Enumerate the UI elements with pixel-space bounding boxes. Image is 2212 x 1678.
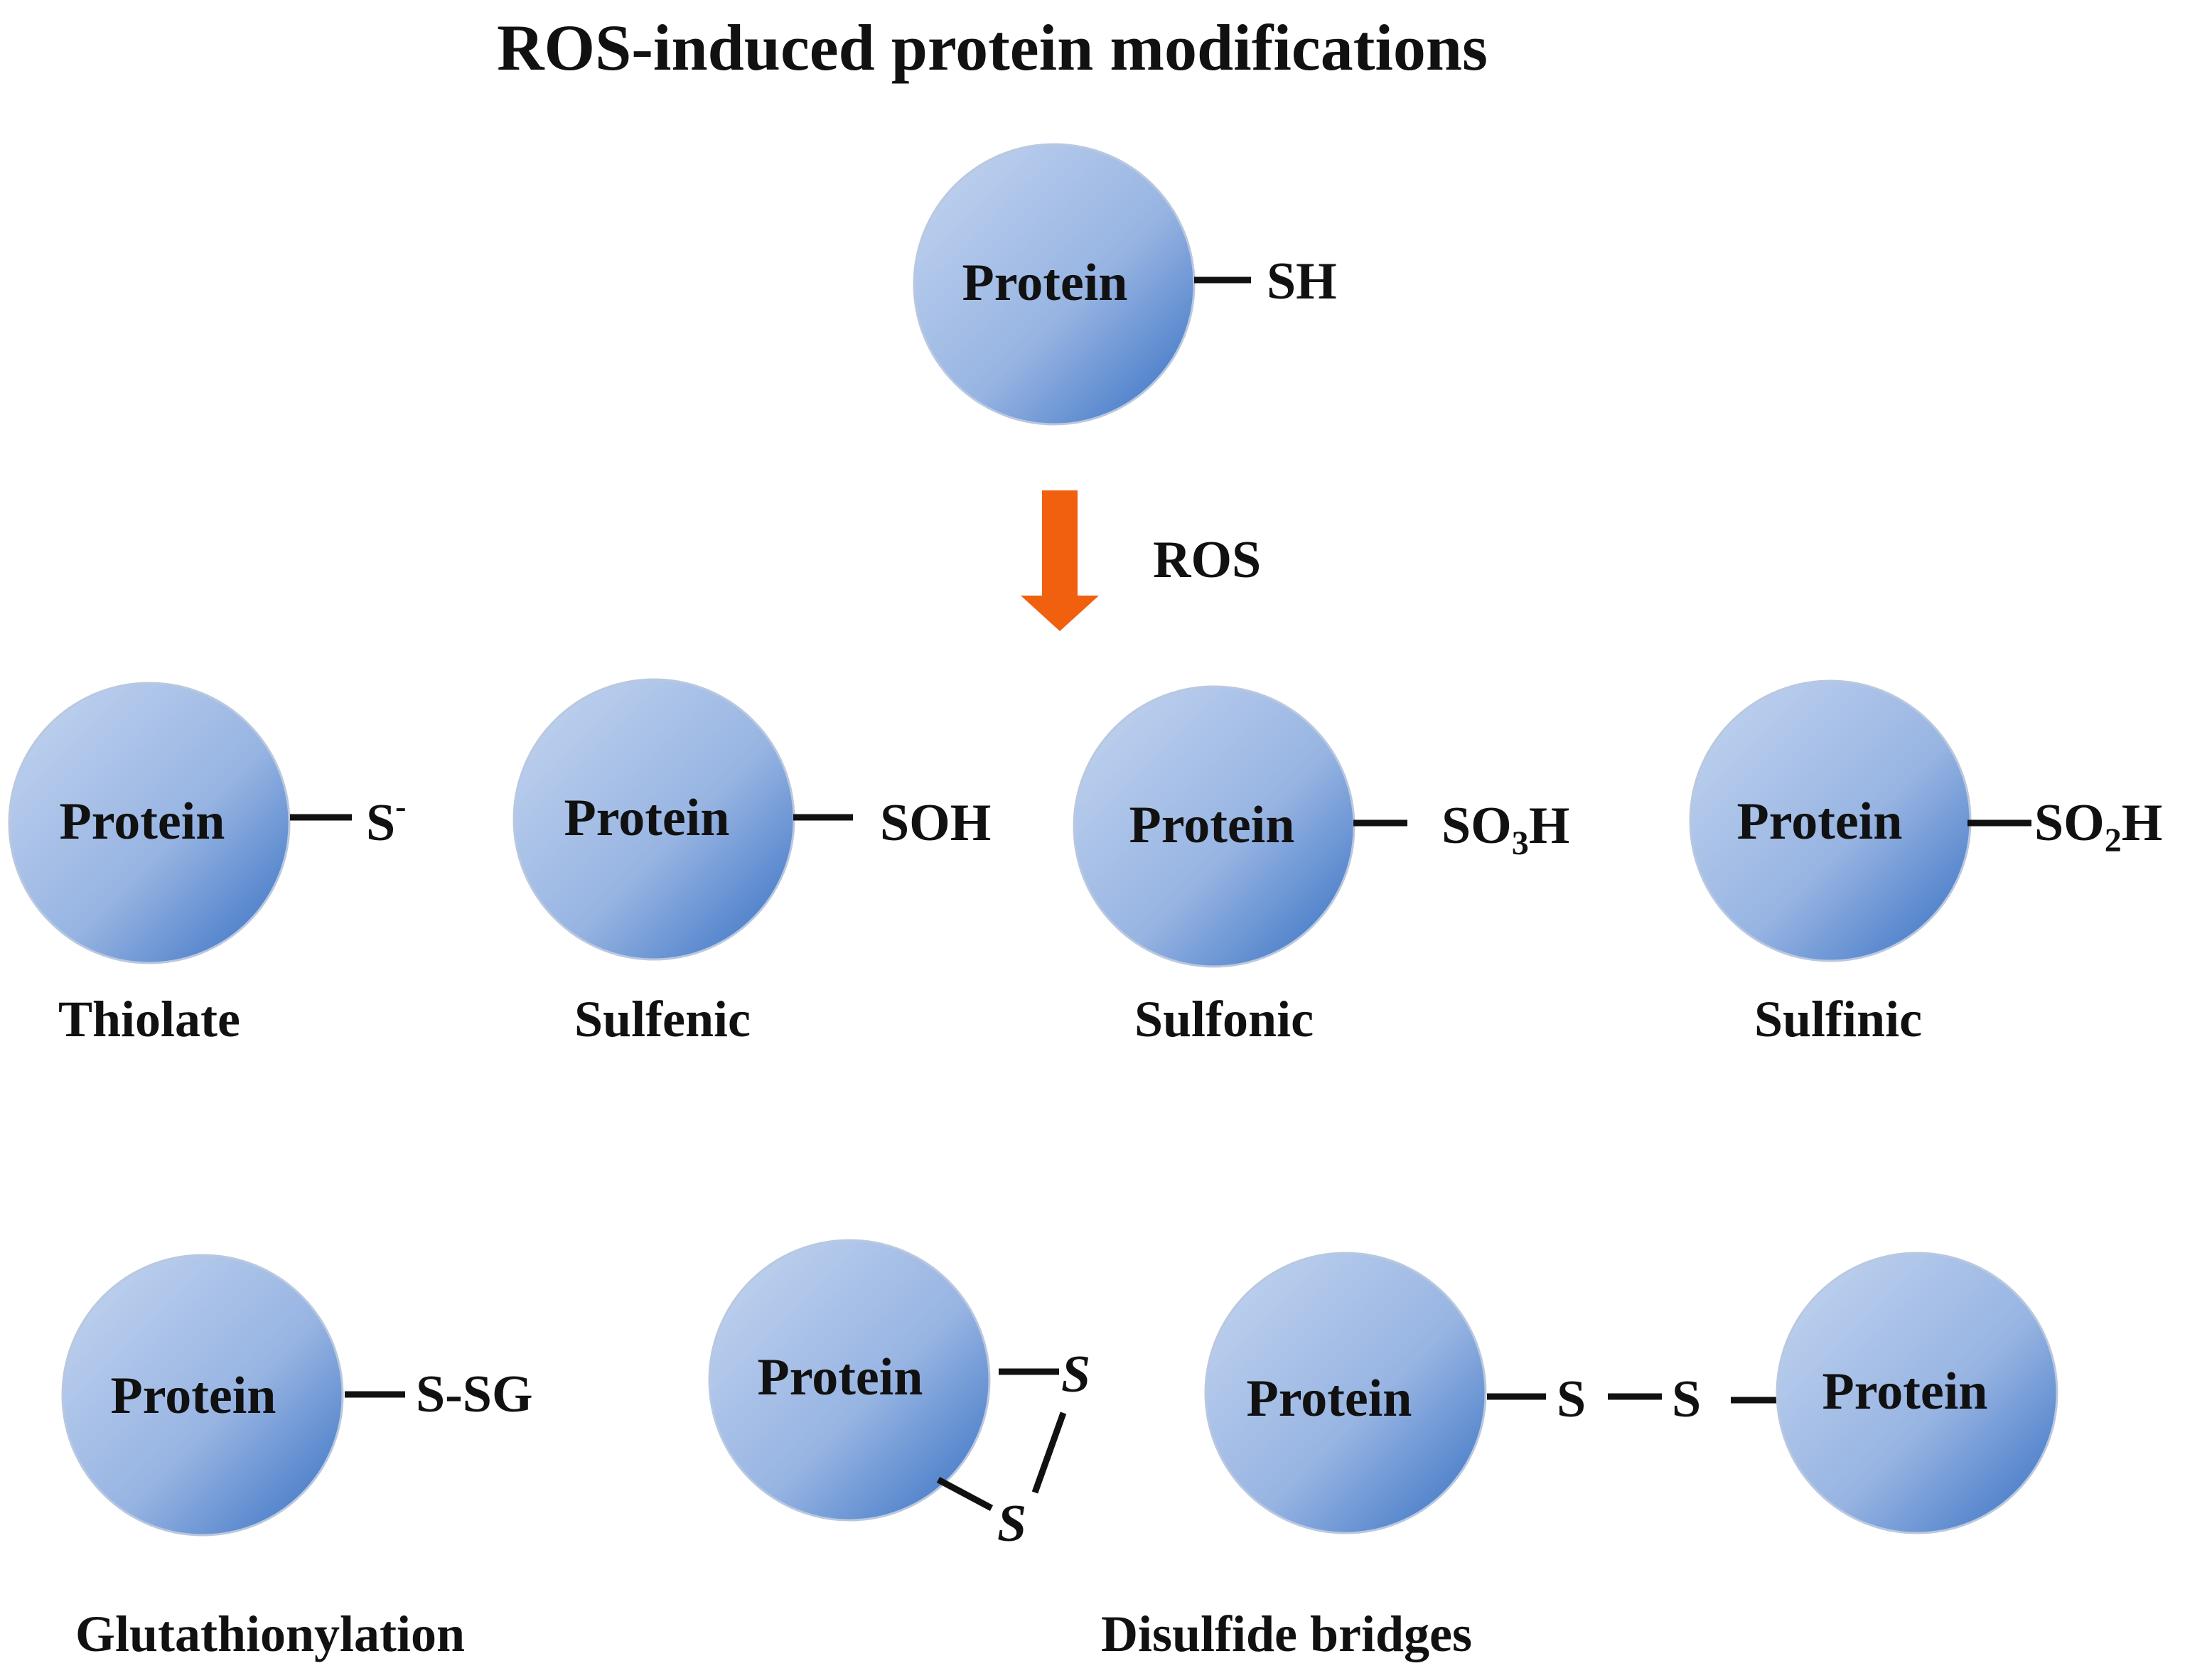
inter-disulfide-node: Protein S S Protein Disulfide bridges	[1101, 1252, 2058, 1662]
protein-label: Protein	[1247, 1370, 1412, 1428]
protein-label: Protein	[962, 254, 1128, 312]
protein-label: Protein	[564, 789, 730, 847]
protein-label: Protein	[1822, 1362, 1988, 1421]
sulfenic-name: Sulfenic	[574, 991, 751, 1048]
diagram-title: ROS-induced protein modifications	[497, 11, 1488, 84]
intra-s2-label: S	[997, 1495, 1026, 1553]
ring-bond-line	[1031, 1411, 1067, 1494]
sulfonic-node: Protein SO3H Sulfonic	[1073, 685, 1569, 1048]
sulfenic-group-label: SOH	[880, 794, 991, 852]
protein-label: Protein	[111, 1367, 276, 1425]
ros-arrow: ROS	[1021, 490, 1261, 631]
ros-label: ROS	[1153, 531, 1261, 589]
arrow-head	[1021, 596, 1099, 631]
protein-label: Protein	[758, 1348, 923, 1407]
thiolate-node: Protein S- Thiolate	[8, 682, 406, 1048]
protein-label: Protein	[1737, 792, 1903, 851]
sulfonic-name: Sulfonic	[1134, 991, 1314, 1048]
protein-sphere	[708, 1239, 991, 1522]
inter-s1-label: S	[1557, 1370, 1586, 1429]
glutathionylation-node: Protein S-SG Glutathionylation	[61, 1254, 533, 1662]
protein-sphere-right	[1776, 1252, 2058, 1534]
glutathionylation-name: Glutathionylation	[75, 1606, 465, 1662]
inter-s2-label: S	[1672, 1370, 1701, 1429]
sulfinic-group-label: SO2H	[2034, 794, 2162, 859]
arrow-shaft	[1042, 490, 1078, 596]
intra-s1-label: S	[1061, 1345, 1090, 1404]
glutathionylation-group-label: S-SG	[416, 1365, 533, 1424]
sulfinic-name: Sulfinic	[1754, 991, 1922, 1048]
protein-sphere	[913, 143, 1196, 426]
thiolate-group-label: S-	[366, 788, 406, 852]
ring-bond-line	[936, 1477, 994, 1511]
protein-sphere	[61, 1254, 344, 1537]
protein-sphere-left	[1204, 1252, 1487, 1534]
protein-label: Protein	[60, 792, 225, 851]
sulfinic-node: Protein SO2H Sulfinic	[1689, 679, 2162, 1048]
intra-disulfide-node: Protein S S	[708, 1239, 1090, 1553]
start-group-label: SH	[1267, 252, 1337, 311]
protein-sphere	[8, 682, 291, 964]
protein-label: Protein	[1129, 796, 1295, 854]
sulfenic-node: Protein SOH Sulfenic	[512, 678, 991, 1048]
protein-sphere	[1073, 685, 1355, 968]
thiolate-name: Thiolate	[58, 991, 240, 1048]
start-protein-node: Protein SH	[913, 143, 1337, 426]
sulfonic-group-label: SO3H	[1441, 797, 1569, 862]
disulfide-name: Disulfide bridges	[1101, 1606, 1472, 1662]
